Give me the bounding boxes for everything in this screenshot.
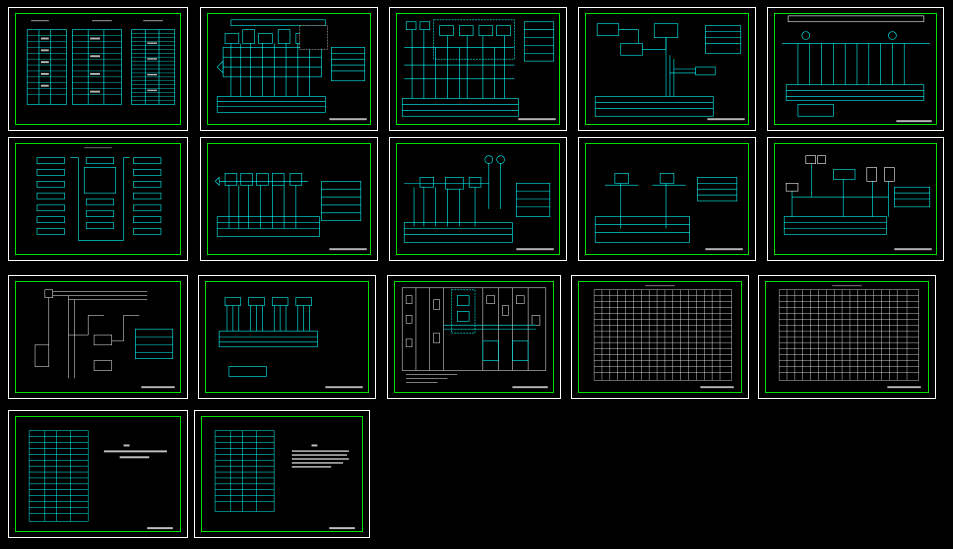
drawing-sheet-15[interactable]	[758, 275, 936, 399]
drawing-sheet-6[interactable]	[8, 137, 188, 261]
sheet-border	[774, 13, 937, 125]
sheet-border	[765, 281, 929, 393]
sheet-border	[396, 13, 560, 125]
sheet-border	[394, 281, 554, 393]
terminal-diagram	[218, 297, 363, 389]
drawing-sheet-9[interactable]	[578, 137, 756, 261]
drawing-sheet-5[interactable]	[767, 7, 944, 131]
sheet-border	[205, 281, 369, 393]
sheet-border	[15, 281, 181, 393]
drawing-sheet-14[interactable]	[571, 275, 749, 399]
wiring-diagram	[34, 289, 175, 389]
drawing-sheet-1[interactable]	[8, 7, 188, 131]
equipment-diagram	[783, 155, 932, 251]
busbar-diagram	[782, 15, 932, 123]
block-diagram	[594, 23, 745, 121]
drawing-sheet-17[interactable]	[194, 410, 370, 538]
drawing-sheet-10[interactable]	[767, 137, 944, 261]
sheet-border	[207, 143, 371, 255]
table-and-notes-sheet	[28, 430, 173, 530]
control-schematic	[401, 19, 556, 121]
flowchart	[36, 147, 162, 241]
drawing-sheet-12[interactable]	[198, 275, 376, 399]
drawing-sheet-8[interactable]	[389, 137, 567, 261]
sheet-border	[774, 143, 937, 255]
sheet-border	[15, 13, 181, 125]
sheet-border	[15, 143, 181, 255]
drawing-sheet-3[interactable]	[389, 7, 567, 131]
table-and-notes-sheet	[214, 430, 355, 530]
drawing-sheet-16[interactable]	[8, 410, 188, 538]
drawing-sheet-2[interactable]	[200, 7, 378, 131]
drawing-sheet-11[interactable]	[8, 275, 188, 399]
control-schematic	[403, 155, 554, 251]
cabinet-layout	[401, 287, 548, 389]
drawing-sheet-7[interactable]	[200, 137, 378, 261]
control-schematic	[215, 173, 367, 251]
sheet-border	[207, 13, 371, 125]
drawing-sheet-4[interactable]	[578, 7, 756, 131]
sheet-border	[201, 416, 363, 532]
control-schematic	[594, 173, 743, 251]
sheet-border	[396, 143, 560, 255]
data-table-sheet	[778, 285, 921, 389]
data-table-sheet	[593, 285, 734, 389]
control-schematic	[216, 19, 367, 121]
drawing-sheet-13[interactable]	[387, 275, 561, 399]
sheet-border	[585, 13, 749, 125]
legend-tables	[26, 20, 176, 105]
sheet-border	[578, 281, 742, 393]
sheet-border	[15, 416, 181, 532]
sheet-border	[585, 143, 749, 255]
